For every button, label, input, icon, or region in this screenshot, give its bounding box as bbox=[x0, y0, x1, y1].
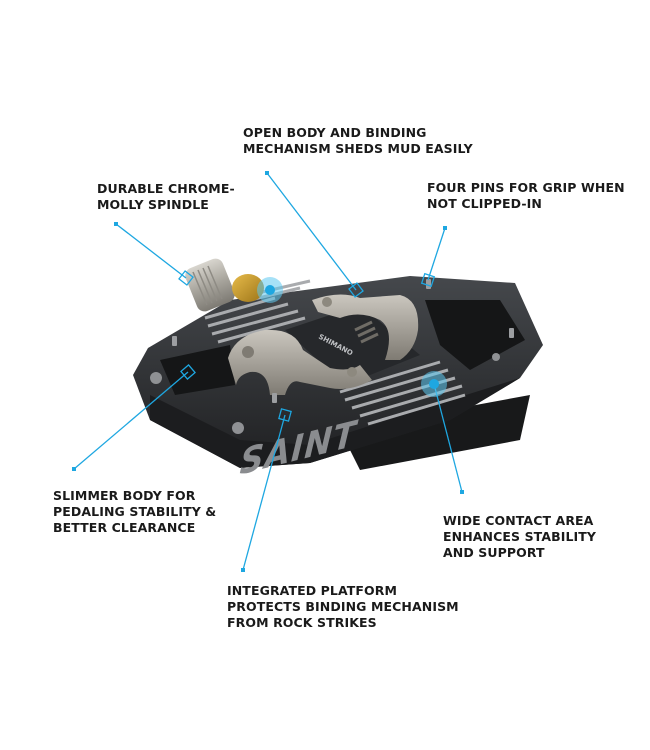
pedal-underside bbox=[340, 395, 530, 470]
binding-screw bbox=[322, 297, 332, 307]
leader-endpoint-icon bbox=[241, 568, 245, 572]
callout-label-wide-contact: WIDE CONTACT AREA ENHANCES STABILITY AND… bbox=[443, 513, 597, 560]
leader-line-wide-contact bbox=[433, 383, 463, 493]
leader-line-four-pins bbox=[427, 227, 446, 281]
leader-line-open-body bbox=[266, 172, 357, 291]
callout-label-integrated-platform: INTEGRATED PLATFORM PROTECTS BINDING MEC… bbox=[227, 583, 459, 630]
pedal-front-face bbox=[150, 378, 520, 468]
cooling-fins-right bbox=[339, 360, 466, 426]
highlight-dot-icon bbox=[265, 285, 275, 295]
leader-endpoint-icon bbox=[265, 171, 269, 175]
highlight-dot-icon bbox=[429, 379, 439, 389]
callout-label-open-body: OPEN BODY AND BINDING MECHANISM SHEDS MU… bbox=[243, 125, 473, 156]
callout-marker-square-icon bbox=[420, 272, 436, 288]
callout-marker-square-icon bbox=[178, 270, 194, 286]
spindle-gold-collar bbox=[232, 274, 264, 302]
callout-marker-square-icon bbox=[278, 408, 292, 422]
leader-endpoint-icon bbox=[114, 222, 118, 226]
leader-line-spindle bbox=[115, 223, 187, 279]
callout-marker-square-icon bbox=[348, 282, 364, 298]
binding-screw bbox=[347, 367, 357, 377]
binding-front bbox=[228, 329, 372, 395]
spindle-threads bbox=[192, 265, 223, 306]
binding-screw bbox=[242, 346, 254, 358]
grip-pins bbox=[172, 279, 514, 403]
spindle-housing bbox=[285, 305, 420, 385]
leader-line-integrated-platform bbox=[242, 414, 286, 571]
body-cutout-rear bbox=[425, 300, 525, 370]
binding-rear bbox=[312, 294, 419, 360]
leader-endpoint-icon bbox=[443, 226, 447, 230]
body-bolts bbox=[150, 353, 500, 434]
leader-endpoint-icon bbox=[460, 490, 464, 494]
callout-label-slimmer-body: SLIMMER BODY FOR PEDALING STABILITY & BE… bbox=[53, 488, 217, 535]
callout-marker-square-icon bbox=[180, 364, 196, 380]
leader-endpoint-icon bbox=[72, 467, 76, 471]
callout-label-spindle: DURABLE CHROME- MOLLY SPINDLE bbox=[97, 181, 235, 212]
callout-label-four-pins: FOUR PINS FOR GRIP WHEN NOT CLIPPED-IN bbox=[427, 180, 625, 211]
body-cutout-front bbox=[160, 345, 235, 395]
leader-line-slimmer-body bbox=[73, 371, 189, 470]
cooling-fins-left bbox=[204, 279, 311, 344]
binding-spring bbox=[354, 320, 379, 344]
